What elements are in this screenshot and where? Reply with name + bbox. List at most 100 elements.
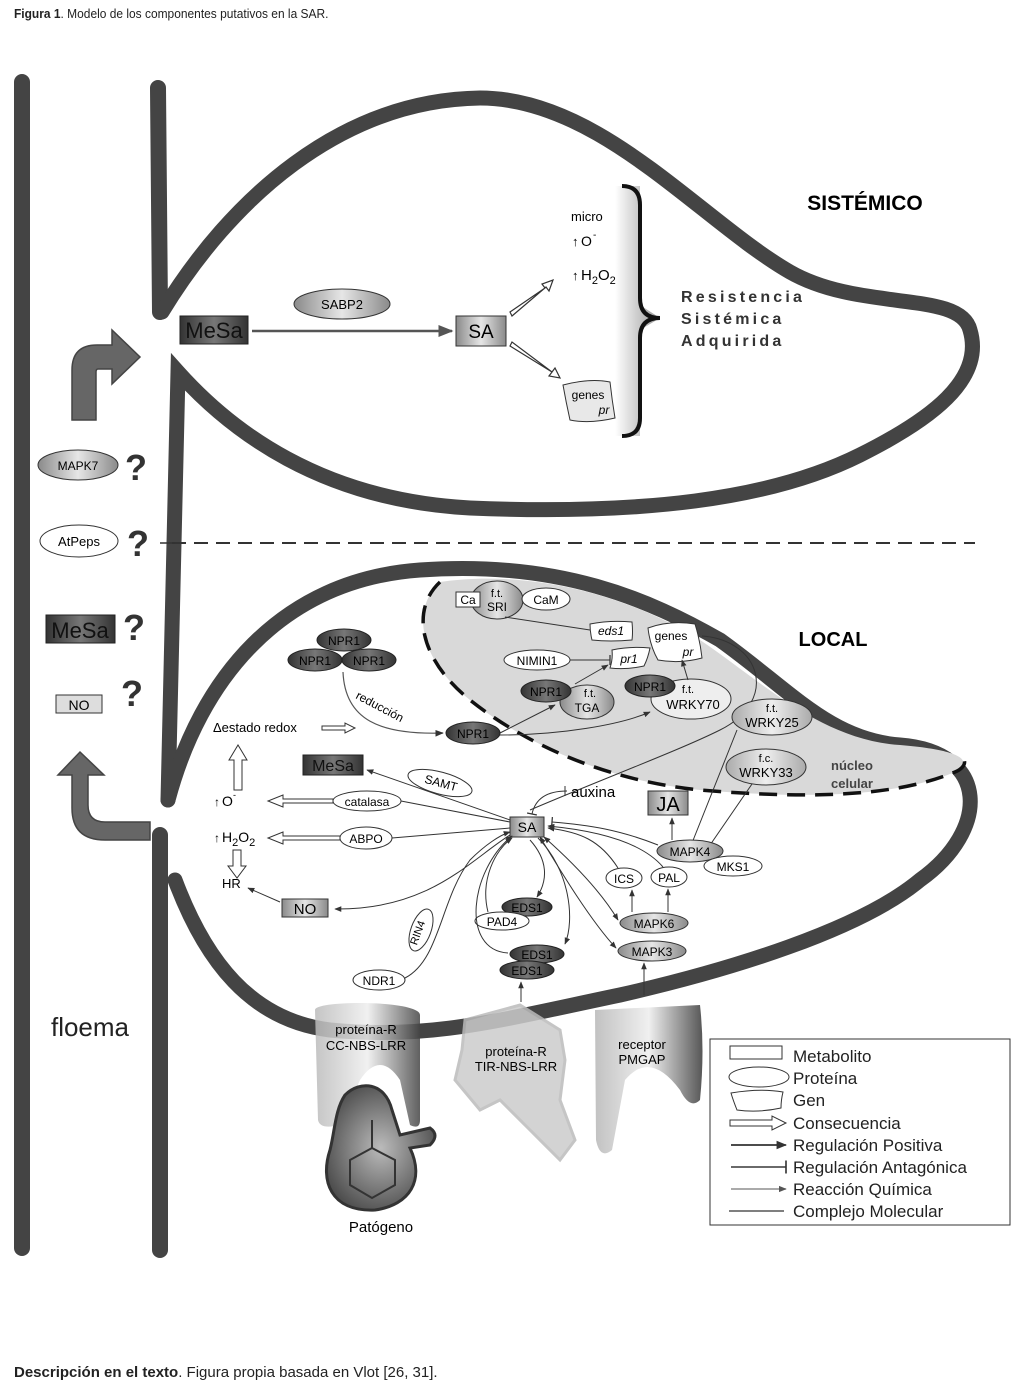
pr1-gene [609,646,651,670]
abpo-to-h2o2-arrow [266,831,341,845]
hr-label: HR [222,876,241,891]
local-sa-label: SA [518,819,537,835]
wrky25-mapk4-link [689,729,738,849]
local-genes-label: genes [655,629,688,643]
pr1-gene-label: pr1 [619,652,637,666]
figure-caption: Figura 1. Modelo de los componentes puta… [14,6,328,21]
h2o2-to-hr-arrow [227,849,247,879]
local-mesa-box [302,754,364,776]
systemic-o-label: O [581,233,592,249]
catalasa-to-o-arrow [266,794,334,808]
sar-line-3: Adquirida [681,333,784,350]
mapk3-label: MAPK3 [632,945,673,959]
ca-label: Ca [460,593,476,607]
mapk4-sa-antagonism [550,816,659,846]
o-to-redox-arrow [228,744,248,791]
systemic-genes-label: genes [572,388,605,402]
tir-label-1: proteína-R [485,1044,546,1059]
sa-to-mesa-arrow [366,769,511,821]
reduction-label: reducción [354,688,407,725]
samt-protein [407,768,473,798]
sabp2-protein [293,288,391,320]
legend-gene-swatch [730,1089,784,1112]
pathogen-label: Patógeno [349,1219,413,1236]
pal-to-sa-arrow [547,823,664,868]
legend-metabolite-swatch [729,1045,783,1060]
sri-eds1-link [504,616,591,631]
npr1-wrky70-label: NPR1 [634,680,666,694]
mapk6-label: MAPK6 [634,917,675,931]
systemic-sa-label: SA [468,322,494,343]
ft-tga-label-2: TGA [575,701,600,715]
abpo-sa-link [391,827,511,839]
npr1-to-wrky70-arrow [499,711,651,736]
pal-label: PAL [658,871,680,885]
systemic-title: SISTÉMICO [807,192,923,215]
legend-label-chemical: Reacción Química [793,1180,932,1199]
cc-label-2: CC-NBS-LRR [326,1038,406,1053]
legend-consequence-swatch [729,1115,788,1131]
footer-text: . Figura propia basada en Vlot [26, 31]. [178,1364,438,1381]
local-no-box [281,898,329,918]
eds1-dimer-bottom-label: EDS1 [511,964,543,978]
phloem-wall-right-top [150,80,168,320]
eds1-gene [589,620,633,642]
pad4-protein [474,911,530,931]
systemic-pr-label: pr [598,403,611,417]
figure-label: Figura 1 [14,6,61,21]
footer-label: Descripción en el texto [14,1364,179,1381]
systemic-h2o2-arrow: ↑ [572,268,579,283]
pal-protein [650,866,688,888]
local-no-label: NO [294,901,317,918]
systemic-h2o2-label: H2O2 [581,267,616,287]
pathogen-icon [325,1084,437,1212]
cam-label: CaM [533,593,558,607]
systemic-o-superscript: - [593,230,596,241]
local-h2o2-label: H2O2 [222,829,255,849]
upward-arrow-to-systemic [71,328,142,421]
cc-nbs-lrr-receptor [315,1003,420,1127]
local-pr-label: pr [682,645,695,659]
nucleus-border [421,580,967,797]
mks1-label: MKS1 [717,860,750,874]
ca-metabolite [455,591,481,608]
cc-label-1: proteína-R [335,1022,396,1037]
micro-label: micro [571,209,603,224]
eds1-gene-label: eds1 [598,624,624,638]
local-title: LOCAL [799,629,868,651]
nimin1-label: NIMIN1 [517,654,558,668]
sa-to-eds1-dimer-arrow [537,837,571,945]
mesa-question: ? [123,607,145,648]
eds1-pad4-protein [501,897,553,917]
rin4-protein [408,908,434,952]
npr1-tga-protein [520,679,572,703]
auxina-sa-antagonism [526,790,568,816]
local-mesa-label: MeSa [312,758,354,775]
legend-label-metabolite: Metabolito [793,1047,871,1066]
ft-wrky70-label-1: f.t. [682,684,694,696]
abpo-label: ABPO [349,832,382,846]
ja-box [647,790,689,816]
npr1-wrky70-protein [624,674,676,698]
figure-footer: Descripción en el texto. Figura propia b… [14,1364,438,1381]
legend-label-consequence: Consecuencia [793,1114,901,1133]
no-to-hr-arrow [247,887,281,903]
ft-sri-label-1: f.t. [491,588,503,600]
arrow-from-local [56,750,151,841]
legend: Metabolito Proteína Gen Consecuencia Reg… [709,1038,1011,1226]
ft-wrky25-label-1: f.t. [766,703,778,715]
npr1-oligomer-right [341,648,397,672]
legend-label-positive: Regulación Positiva [793,1136,943,1155]
catalasa-label: catalasa [345,795,390,809]
legend-label-antagonist: Regulación Antagónica [793,1158,967,1177]
phloem-mesa-label: MeSa [51,618,109,643]
legend-label-complex: Complejo Molecular [793,1202,944,1221]
mapk7-label: MAPK7 [58,459,99,473]
systemic-leaf-outline [154,90,980,808]
sa-to-eds1-arrow [529,839,546,898]
sar-brace [621,184,661,438]
systemic-o-arrow: ↑ [572,234,579,249]
fc-wrky33-protein [725,748,807,786]
redox-label: Δestado redox [213,720,297,735]
